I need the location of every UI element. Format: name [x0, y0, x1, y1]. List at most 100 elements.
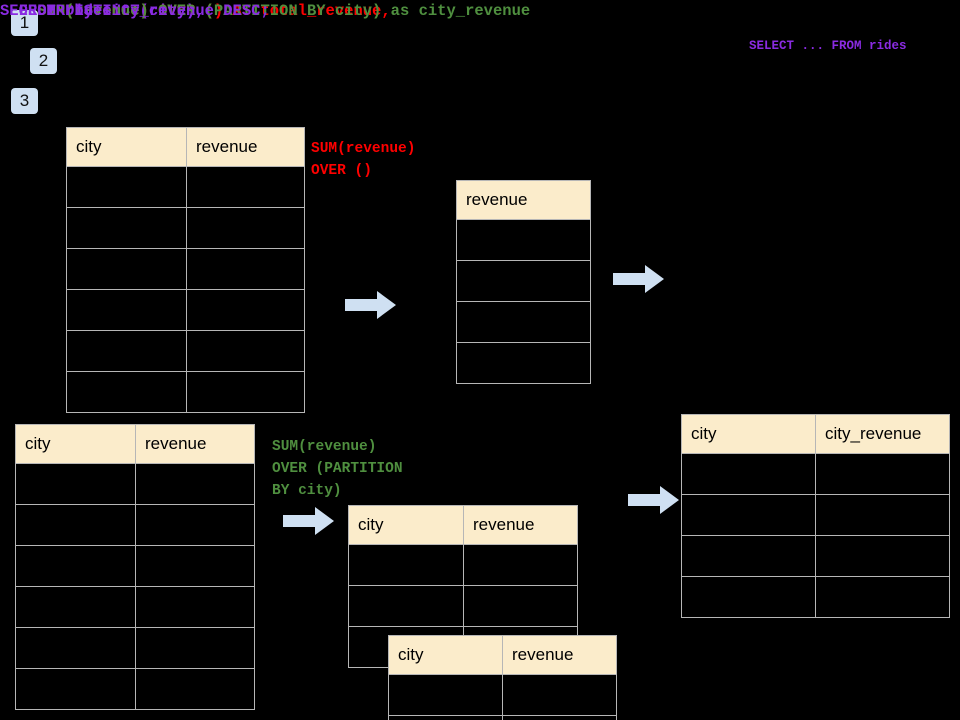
cell-city-revenue: [815, 576, 950, 618]
step-badge-3: 3: [11, 88, 38, 114]
cell-city: [15, 586, 136, 628]
table-row: [66, 289, 305, 331]
column-header-city-revenue: city_revenue: [815, 414, 950, 454]
cell-city: [15, 668, 136, 710]
cell-revenue: [456, 219, 591, 261]
cell-city-revenue: [815, 494, 950, 536]
column-header-revenue: revenue: [456, 180, 591, 220]
cell-city: [66, 166, 187, 208]
arrow-right-icon: [613, 265, 664, 293]
column-header-revenue: revenue: [186, 127, 305, 167]
cell-city: [388, 715, 503, 720]
cell-revenue: [186, 330, 305, 372]
table-rides-bottom: city revenue: [15, 424, 255, 710]
arrow-right-icon: [283, 507, 334, 535]
column-header-city: city: [388, 635, 503, 675]
table-partition-b: city revenue: [388, 635, 617, 720]
cell-city: [348, 585, 464, 627]
table-row: [66, 248, 305, 290]
table-row: [456, 260, 591, 302]
sql-aside-label: SELECT ... FROM rides: [749, 39, 907, 53]
table-row: [681, 494, 950, 536]
cell-city-revenue: [815, 453, 950, 495]
cell-city: [388, 674, 503, 716]
table-row: [15, 545, 255, 587]
table-row: [681, 535, 950, 577]
cell-city: [66, 289, 187, 331]
cell-city: [66, 248, 187, 290]
table-row: [348, 585, 578, 627]
cell-revenue: [135, 668, 255, 710]
cell-revenue: [135, 504, 255, 546]
table-rides-top: city revenue: [66, 127, 305, 413]
cell-revenue: [463, 544, 578, 586]
cell-revenue: [502, 715, 617, 720]
table-row: [388, 715, 617, 720]
table-row: [15, 504, 255, 546]
cell-city: [681, 576, 816, 618]
table-row: [456, 219, 591, 261]
sql-line-from: FROM rides: [0, 2, 112, 20]
annotation-city-revenue: SUM(revenue) OVER (PARTITION BY city): [272, 439, 403, 499]
step-badge-2: 2: [30, 48, 57, 74]
cell-city: [66, 330, 187, 372]
table-header-row: city revenue: [348, 505, 578, 545]
column-header-city: city: [348, 505, 464, 545]
cell-city: [66, 371, 187, 413]
table-row: [681, 453, 950, 495]
table-header-row: city city_revenue: [681, 414, 950, 454]
table-row: [456, 301, 591, 343]
cell-city: [681, 494, 816, 536]
cell-revenue: [456, 260, 591, 302]
table-row: [681, 576, 950, 618]
cell-city: [15, 545, 136, 587]
cell-city: [681, 535, 816, 577]
column-header-revenue: revenue: [135, 424, 255, 464]
table-header-row: city revenue: [15, 424, 255, 464]
cell-revenue: [186, 289, 305, 331]
cell-revenue: [186, 248, 305, 290]
step-badge-1: 1: [11, 10, 38, 36]
table-row: [15, 627, 255, 669]
table-partition-a: city revenue: [348, 505, 578, 668]
annotation-total-revenue: SUM(revenue) OVER (): [311, 141, 416, 179]
column-header-city: city: [681, 414, 816, 454]
column-header-city: city: [66, 127, 187, 167]
table-row: [456, 342, 591, 384]
cell-city: [681, 453, 816, 495]
cell-city: [66, 207, 187, 249]
column-header-city: city: [15, 424, 136, 464]
cell-revenue: [135, 545, 255, 587]
cell-revenue: [186, 371, 305, 413]
cell-city: [15, 504, 136, 546]
sql-line-order-by: ORDER by city_revenue DESC;: [0, 2, 270, 20]
arrow-right-icon: [345, 291, 396, 319]
table-header-row: city revenue: [66, 127, 305, 167]
table-row: [348, 544, 578, 586]
table-row: [388, 674, 617, 716]
table-row: [66, 330, 305, 372]
cell-revenue: [186, 207, 305, 249]
table-total-revenue: revenue: [456, 180, 591, 384]
arrow-right-icon: [628, 486, 679, 514]
sql-line-total-revenue: SUM(revenue) OVER () AS total_revenue,: [0, 2, 391, 20]
column-header-revenue: revenue: [502, 635, 617, 675]
table-row: [15, 668, 255, 710]
cell-revenue: [456, 301, 591, 343]
column-header-revenue: revenue: [463, 505, 578, 545]
cell-revenue: [463, 585, 578, 627]
table-row: [66, 371, 305, 413]
table-row: [15, 463, 255, 505]
cell-revenue: [135, 586, 255, 628]
cell-revenue: [135, 627, 255, 669]
table-header-row: city revenue: [388, 635, 617, 675]
cell-revenue: [135, 463, 255, 505]
cell-city: [15, 627, 136, 669]
cell-revenue: [186, 166, 305, 208]
cell-city: [15, 463, 136, 505]
sql-line-city-revenue: SUM(revenue) OVER (PARTITION BY city) as…: [0, 2, 531, 20]
cell-city-revenue: [815, 535, 950, 577]
table-header-row: revenue: [456, 180, 591, 220]
cell-city: [348, 544, 464, 586]
